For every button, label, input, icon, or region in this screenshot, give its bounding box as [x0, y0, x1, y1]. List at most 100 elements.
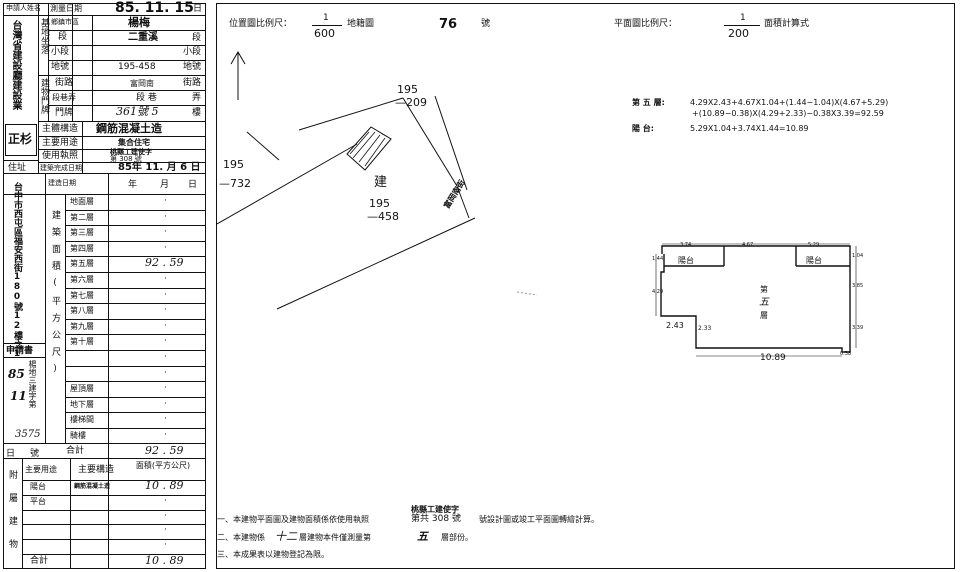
road-edge-lower	[276, 217, 476, 310]
total-label: 合計	[66, 446, 85, 456]
lot-195-209-a: 195	[397, 83, 418, 96]
addr-row-3-value: 361號 5	[116, 105, 159, 118]
application-office: 楊地三建字第	[28, 360, 37, 408]
applicant-stamp: 正杉	[5, 124, 37, 156]
note-line-2-floor: 五	[417, 530, 428, 543]
lot-195-732-a: 195	[223, 158, 244, 171]
parcel-line-5	[217, 143, 358, 225]
floor-name: 第四層	[70, 243, 94, 253]
annex-use: 陽台	[30, 482, 46, 491]
addr-row-1-suffix: 街路	[183, 78, 202, 88]
dim-top-right: 5.29	[808, 242, 820, 248]
floor-name: 第六層	[70, 275, 94, 284]
base-row-1-value: 楊梅	[128, 16, 150, 29]
parcel-line-2	[402, 97, 458, 187]
location-map-suffix: 地籍圖	[347, 19, 375, 29]
base-row-4-value: 195-458	[118, 62, 156, 72]
floor-name: 騎樓	[70, 431, 86, 440]
plan-area: 平面圖比例尺： 1 200 面積計算式 第 五 層: 4.29X2.43+4.6…	[600, 4, 954, 504]
construction-day: 日	[188, 180, 198, 190]
addr-row-1-value: 富岡南	[130, 79, 154, 88]
applicant-label: 申請人姓名	[6, 4, 41, 12]
base-row-3-label: 小段	[51, 47, 70, 57]
calc-floor-label: 第 五 層:	[632, 98, 665, 107]
note-line-1-tail: 號設計圖或竣工平面圖轉繪計算。	[479, 515, 599, 524]
floor-name: 第七層	[70, 290, 94, 300]
base-row-2-label: 段	[58, 32, 68, 42]
application-day-label: 日	[6, 449, 16, 459]
floor-label-3: 層	[760, 311, 768, 320]
usage-label: 主要用途	[42, 138, 79, 148]
floor-area-value: ·	[164, 289, 167, 300]
calc-balcony-label: 陽 台:	[632, 124, 654, 133]
addr-row-2-label: 段巷弄	[52, 93, 76, 102]
notes: 桃縣工建使字 第共 308 號 一、本建物平面圖及建物面積係依使用執照 號設計圖…	[217, 500, 952, 568]
annex-struct: 鋼筋混凝土造	[74, 483, 111, 490]
parcel-line-3	[456, 185, 470, 219]
application-number-label: 號	[30, 449, 40, 459]
base-row-4-suffix: 地號	[183, 62, 202, 72]
lot-195-458-b: —458	[367, 210, 399, 223]
floor-area-value: ·	[164, 274, 167, 284]
floor-area-value: ·	[164, 227, 167, 238]
location-map: 位置圖比例尺： 1 600 地籍圖 76 號 195 —209 195 —732…	[217, 4, 597, 504]
construction-month: 月	[160, 180, 170, 190]
base-row-1-label: 鄉鎮市區	[51, 18, 79, 26]
note-line-2-floors: 十二	[275, 530, 297, 543]
survey-date-label: 測量日期	[50, 4, 82, 13]
floor-area-value: ·	[164, 196, 167, 206]
floor-area-value: ·	[164, 352, 167, 362]
addr-row-1-label: 街路	[55, 78, 74, 88]
addr-row-3-label: 門牌	[55, 108, 74, 118]
annex-use: 平台	[30, 496, 46, 506]
location-sheet-no: 76	[439, 17, 458, 32]
survey-date-suffix: 日	[193, 4, 203, 14]
floor-area-value: ·	[164, 242, 167, 253]
base-row-4-label: 地號	[51, 62, 70, 72]
floor-name: 第二層	[70, 212, 94, 222]
floor-name: 地下層	[70, 399, 94, 409]
location-map-title: 位置圖比例尺：	[229, 19, 293, 29]
construction-year: 年	[128, 180, 138, 190]
annex-area: ·	[164, 540, 167, 551]
application-number: 3575	[15, 429, 41, 440]
annex-area: ·	[164, 525, 167, 536]
calc-floor-line2: +(10.89−0.38)X(4.29+2.33)−0.38X3.39=92.5…	[692, 109, 884, 118]
annex-total-label: 合計	[30, 556, 49, 566]
road-edge-upper	[434, 95, 468, 191]
plan-outline	[660, 245, 851, 353]
floor-name: 第五層	[70, 259, 94, 269]
structure-label: 主體構造	[42, 124, 79, 134]
lot-195-458-a: 195	[369, 197, 390, 210]
dim-step-v: 2.33	[698, 325, 712, 332]
floor-area-value: ·	[164, 320, 167, 331]
calc-balcony-line: 5.29X1.04+3.74X1.44=10.89	[690, 124, 809, 133]
parcel-line-4	[246, 131, 280, 161]
plan-scale-den: 200	[728, 27, 749, 40]
dim-right-low: 3.39	[852, 325, 864, 331]
floor-area-label: 建築面積(平方公尺)	[50, 210, 60, 382]
dim-top-left: 3.74	[680, 242, 692, 248]
plan-title-suffix: 面積計算式	[764, 19, 810, 29]
floor-area-value: ·	[164, 211, 167, 222]
base-row-2-value: 二重溪	[128, 32, 158, 43]
address-label: 住址	[8, 163, 27, 173]
annex-area: 10 . 89	[145, 479, 184, 492]
floor-name: 第十層	[70, 337, 94, 347]
completion-label: 建築完成日期	[40, 164, 82, 172]
parcel-line-1	[298, 97, 404, 131]
note-line-3: 三、本成果表以建物登記為限。	[217, 550, 329, 559]
base-row-2-suffix: 段	[192, 33, 202, 43]
total-value: 92 . 59	[145, 444, 184, 457]
balcony-right-label: 陽台	[806, 256, 822, 265]
floor-name: 第三層	[70, 228, 94, 238]
survey-date-value: 85. 11. 15	[115, 0, 194, 16]
plan-scale-num: 1	[740, 13, 746, 23]
completion-value: 85年 11. 月 6 日	[118, 162, 201, 173]
annex-area: ·	[164, 495, 167, 506]
structure-value: 鋼筋混凝土造	[96, 122, 162, 135]
dim-step-h: 2.43	[666, 321, 684, 330]
building-mark: 建	[374, 175, 388, 190]
dim-right-top: 1.04	[852, 253, 864, 259]
base-row-3-suffix: 小段	[183, 47, 202, 57]
